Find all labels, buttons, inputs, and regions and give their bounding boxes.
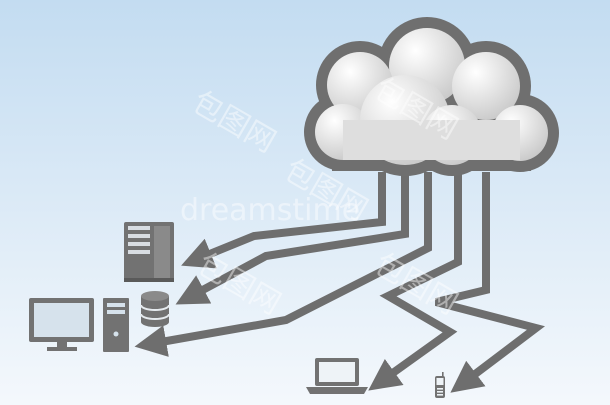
desktop-computer-icon	[29, 298, 129, 352]
laptop-icon	[306, 358, 368, 394]
cloud-icon	[304, 17, 559, 176]
connector-phone	[434, 172, 546, 393]
database-icon	[140, 291, 170, 327]
watermark-brand: dreamstime	[180, 193, 360, 228]
connectors	[134, 172, 546, 393]
mobile-phone-icon	[435, 372, 445, 398]
connector-server	[181, 172, 386, 269]
connector-desktop	[134, 172, 432, 357]
server-tower-icon	[124, 222, 174, 282]
connector-laptop	[368, 172, 462, 391]
connector-database	[175, 172, 409, 305]
